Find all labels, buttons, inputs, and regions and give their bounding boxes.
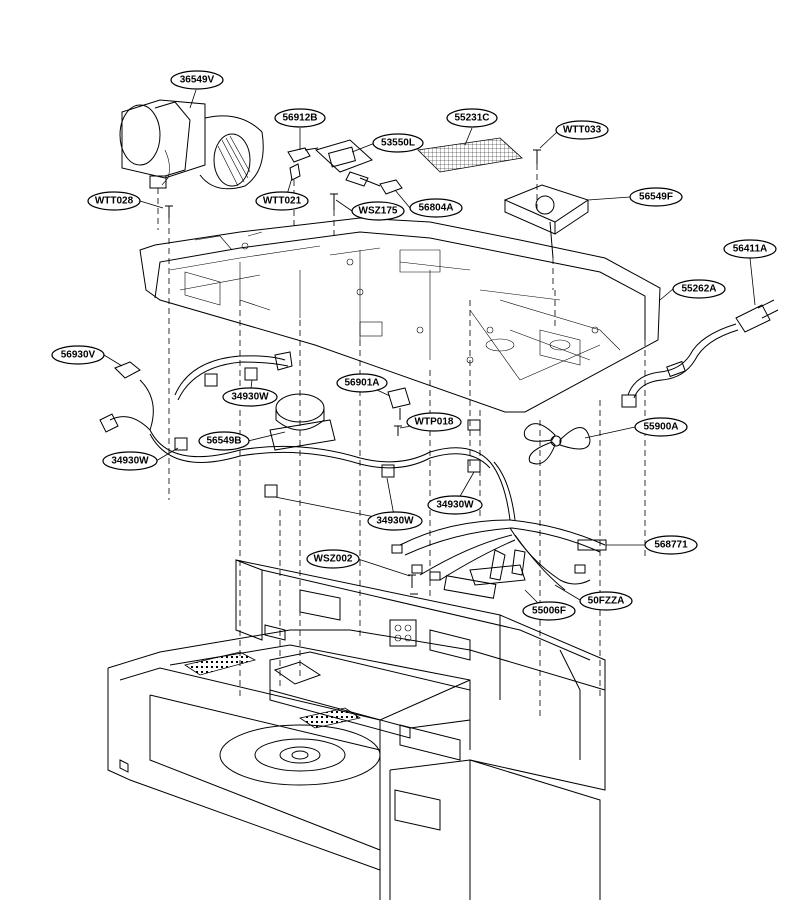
callout-label: 34930W	[376, 516, 414, 527]
base-plate-55262a	[139, 217, 661, 413]
leader-lines	[103, 89, 756, 611]
blower-motor-assembly	[119, 99, 264, 230]
thermal-fuse-part	[287, 147, 319, 163]
callout-label: 36549V	[180, 75, 215, 86]
screw-wsz002	[408, 574, 418, 595]
callout-568771: 568771	[644, 535, 698, 555]
callout-56901a: 56901A	[336, 373, 388, 393]
callout-34930w-4: 34930W	[367, 511, 423, 531]
damper-motor-56549f	[503, 184, 590, 290]
connector-set-middle	[264, 419, 481, 498]
callout-label: 55900A	[643, 422, 678, 433]
callout-label: 56804A	[418, 203, 453, 214]
callout-55900a: 55900A	[634, 417, 688, 437]
callout-50fzza: 50FZZA	[579, 591, 633, 611]
callout-56912b: 56912B	[274, 108, 326, 128]
switch-bracket-part	[315, 139, 373, 187]
callout-wsz175: WSZ175	[351, 201, 405, 221]
callout-label: WSZ175	[359, 206, 398, 217]
callout-56804a: 56804A	[409, 198, 463, 218]
callout-34930w-2: 34930W	[102, 451, 158, 471]
callout-56549b: 56549B	[198, 431, 250, 451]
callout-55231c: 55231C	[446, 108, 498, 128]
callout-label: 34930W	[231, 392, 269, 403]
wire-harness-upper	[99, 351, 516, 521]
callout-label: 34930W	[436, 500, 474, 511]
callout-56411a: 56411A	[723, 239, 777, 259]
grease-filter	[417, 137, 523, 173]
wire-harness-568771	[391, 519, 607, 599]
callout-label: 53550L	[381, 138, 415, 149]
fan-blade-55900a	[523, 423, 591, 465]
callout-34930w-3: 34930W	[427, 495, 483, 515]
callout-label: 568771	[654, 540, 688, 551]
motor-56549b	[269, 393, 336, 451]
callout-label: 56912B	[282, 113, 317, 124]
screw-wtp018	[394, 425, 402, 436]
callout-56930v: 56930V	[51, 345, 105, 365]
callout-56549f: 56549F	[629, 187, 683, 207]
callout-label: 56549B	[206, 436, 241, 447]
callout-55006f: 55006F	[522, 601, 576, 621]
callout-label: 56930V	[61, 350, 96, 361]
callout-label: 56901A	[344, 378, 379, 389]
callout-label: WTT028	[95, 196, 134, 207]
power-cord-56411a	[621, 299, 779, 408]
callout-wtt028: WTT028	[87, 191, 141, 211]
callout-label: 55262A	[681, 284, 716, 295]
callout-55262a: 55262A	[672, 279, 726, 299]
callout-label: 55006F	[532, 606, 566, 617]
callout-wtt033: WTT033	[555, 120, 609, 140]
callout-label: 55231C	[454, 113, 489, 124]
microwave-cavity	[107, 559, 606, 900]
callout-34930w-1: 34930W	[222, 387, 278, 407]
callout-wtp018: WTP018	[406, 412, 462, 432]
callout-label: 34930W	[111, 456, 149, 467]
callout-label: WTP018	[415, 417, 454, 428]
callout-label: WTT033	[563, 125, 602, 136]
callout-36549v: 36549V	[170, 70, 224, 90]
callout-label: 56411A	[733, 244, 767, 255]
alignment-lines	[239, 290, 646, 720]
callout-label: WTT021	[263, 196, 302, 207]
callout-wsz002: WSZ002	[306, 549, 360, 569]
callout-wtt021: WTT021	[255, 191, 309, 211]
callout-label: 50FZZA	[588, 596, 625, 607]
callout-label: WSZ002	[314, 554, 353, 565]
callout-53550l: 53550L	[372, 133, 424, 153]
callout-label: 56549F	[639, 192, 673, 203]
switch-56901a	[387, 387, 411, 420]
connector-56804a	[359, 177, 403, 195]
